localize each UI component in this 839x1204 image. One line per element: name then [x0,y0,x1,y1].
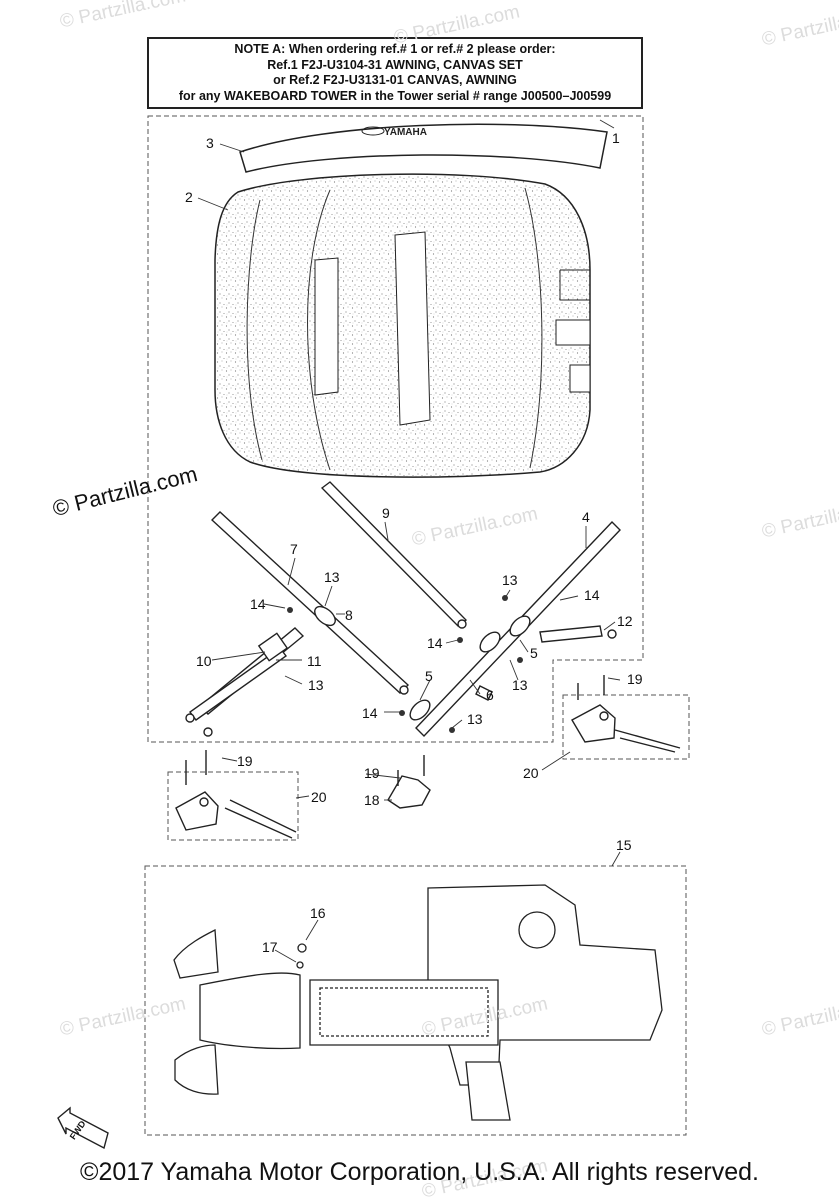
callout-19c: 19 [364,765,380,781]
copyright-notice: ©2017 Yamaha Motor Corporation, U.S.A. A… [80,1158,759,1186]
callout-10: 10 [196,653,212,669]
callout-14d: 14 [362,705,378,721]
tower-mount-left [175,750,297,839]
mat-set-outline [144,865,687,1136]
callout-19b: 19 [237,753,253,769]
callout-18: 18 [364,792,380,808]
callout-2: 2 [185,189,193,205]
callout-15: 15 [616,837,632,853]
callout-7: 7 [290,541,298,557]
callout-19a: 19 [627,671,643,687]
callout-13a: 13 [324,569,340,585]
leader-lines [197,119,621,963]
callout-13b: 13 [502,572,518,588]
awning-canvas [214,173,591,478]
callout-8: 8 [345,607,353,623]
callout-20a: 20 [523,765,539,781]
callout-14b: 14 [584,587,600,603]
mount-right-outline [562,694,690,760]
callout-11: 11 [307,653,322,669]
callout-1: 1 [612,130,620,146]
callout-4: 4 [582,509,590,525]
ordering-note: NOTE A: When ordering ref.# 1 or ref.# 2… [147,37,643,109]
note-line-3: or Ref.2 F2J-U3131-01 CANVAS, AWNING [273,73,517,87]
awning-logo-strip: YAMAHA [239,123,608,173]
callout-9: 9 [382,505,390,521]
callouts: 1 3 2 7 9 4 13 13 14 8 14 12 14 5 10 11 … [185,130,643,955]
callout-13d: 13 [512,677,528,693]
tower-bracket [387,755,431,809]
pole-collars [185,605,617,737]
mount-left-outline [167,771,299,841]
callout-5b: 5 [425,668,433,684]
note-line-2: Ref.1 F2J-U3104-31 AWNING, CANVAS SET [267,57,523,72]
callout-12: 12 [617,613,633,629]
callout-14c: 14 [427,635,443,651]
callout-13c: 13 [308,677,324,693]
brand-label: YAMAHA [384,127,427,138]
callout-14a: 14 [250,596,266,612]
callout-6: 6 [486,687,494,703]
note-line-1: NOTE A: When ordering ref.# 1 or ref.# 2… [234,42,556,56]
note-line-4: for any WAKEBOARD TOWER in the Tower ser… [178,88,612,103]
callout-5a: 5 [530,645,538,661]
awning-assembly-outline [147,115,644,743]
mat-set [173,884,663,1121]
forward-arrow: FWD [57,1106,109,1150]
tower-mount-right [571,675,681,753]
callout-17: 17 [262,939,278,955]
callout-13e: 13 [467,711,483,727]
callout-16: 16 [310,905,326,921]
callout-3: 3 [206,135,214,151]
callout-20b: 20 [311,789,327,805]
